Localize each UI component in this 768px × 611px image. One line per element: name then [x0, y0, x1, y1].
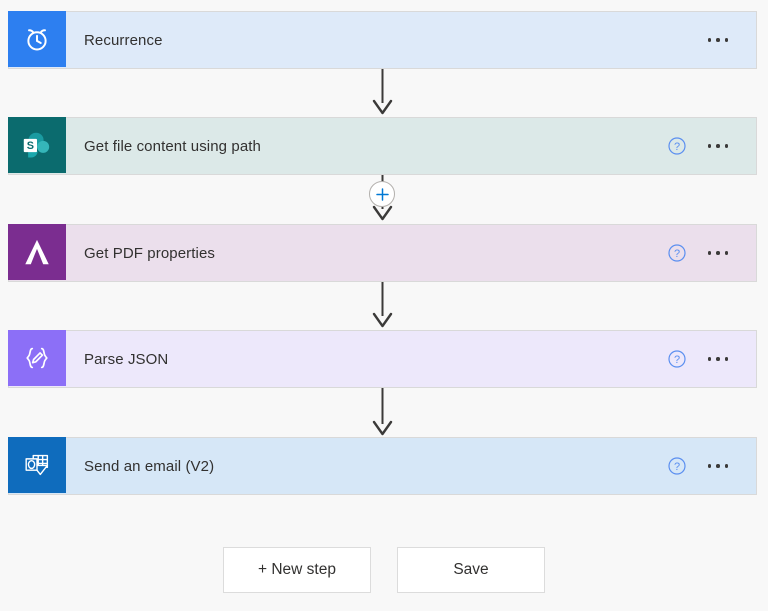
flow-step-card-get-file-content-using-path[interactable]: S Get file content using path ?: [8, 117, 757, 175]
more-options-icon[interactable]: [694, 23, 742, 57]
insert-new-step-button[interactable]: [369, 181, 395, 207]
flow-step-title: Send an email (V2): [84, 457, 215, 475]
flow-step-title: Get PDF properties: [84, 244, 216, 262]
svg-text:?: ?: [674, 248, 680, 260]
help-icon[interactable]: ?: [660, 129, 694, 163]
more-options-icon[interactable]: [694, 342, 742, 376]
flow-step-actions: ?: [660, 118, 756, 174]
flow-step-card-parse-json[interactable]: Parse JSON ?: [8, 330, 757, 388]
flow-connector-3: [0, 282, 768, 330]
parse-json-icon: [8, 330, 66, 386]
flow-step-actions: ?: [660, 225, 756, 281]
flow-connector-4: [0, 388, 768, 438]
flow-footer-actions: + New step Save: [0, 547, 768, 593]
adobe-pdf-services-icon: [8, 224, 66, 280]
flow-step-card-recurrence[interactable]: Recurrence: [8, 11, 757, 69]
svg-text:?: ?: [674, 141, 680, 153]
flow-connector-1: [0, 69, 768, 117]
flow-step-card-get-pdf-properties[interactable]: Get PDF properties ?: [8, 224, 757, 282]
more-options-icon[interactable]: [694, 236, 742, 270]
flow-step-actions: ?: [660, 438, 756, 494]
flow-step-actions: ?: [660, 331, 756, 387]
flow-step-title: Parse JSON: [84, 350, 169, 368]
flow-step-title: Recurrence: [84, 31, 163, 49]
help-icon[interactable]: ?: [660, 342, 694, 376]
save-button[interactable]: Save: [397, 547, 545, 593]
svg-text:S: S: [27, 140, 34, 152]
svg-text:?: ?: [674, 354, 680, 366]
help-icon[interactable]: ?: [660, 236, 694, 270]
more-options-icon[interactable]: [694, 449, 742, 483]
new-step-button[interactable]: + New step: [223, 547, 371, 593]
more-options-icon[interactable]: [694, 129, 742, 163]
flow-step-title: Get file content using path: [84, 137, 261, 155]
flow-step-actions: [694, 12, 756, 68]
flow-step-card-send-an-email-v2[interactable]: Send an email (V2) ?: [8, 437, 757, 495]
outlook-icon: [8, 437, 66, 493]
alarm-clock-icon: [8, 11, 66, 67]
svg-text:?: ?: [674, 461, 680, 473]
sharepoint-icon: S: [8, 117, 66, 173]
help-icon[interactable]: ?: [660, 449, 694, 483]
